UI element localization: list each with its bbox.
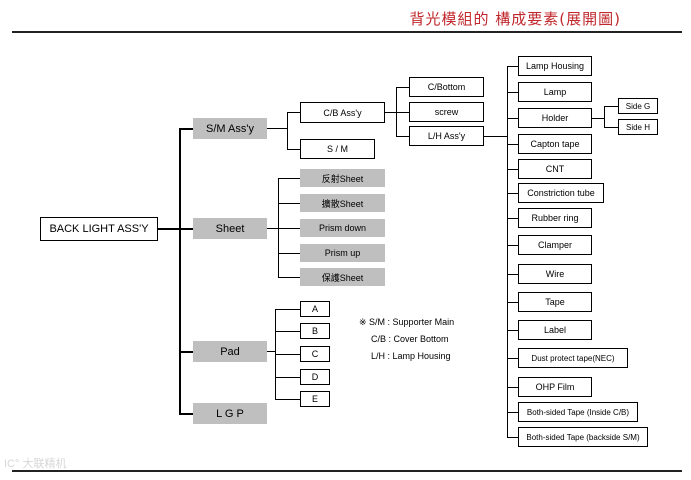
connector: [507, 193, 518, 194]
node-pad-e: E: [300, 391, 330, 407]
connector: [179, 128, 193, 130]
node-rubber-ring: Rubber ring: [518, 208, 592, 228]
node-lamp-housing: Lamp Housing: [518, 56, 592, 76]
connector: [507, 245, 518, 246]
connector: [396, 87, 397, 136]
node-diffuse-sheet: 擴散Sheet: [300, 194, 385, 212]
node-screw: screw: [409, 102, 484, 122]
connector: [278, 178, 300, 179]
node-lh-assy: L/H Ass'y: [409, 126, 484, 146]
node-dust-protect-tape: Dust protect tape(NEC): [518, 348, 628, 368]
connector: [507, 387, 518, 388]
connector: [267, 128, 288, 129]
connector: [507, 330, 518, 331]
connector: [484, 136, 508, 137]
header-rule: [12, 31, 682, 33]
connector: [507, 92, 518, 93]
node-label: Label: [518, 320, 592, 340]
connector: [507, 169, 518, 170]
connector: [278, 178, 279, 277]
node-capton-tape: Capton tape: [518, 134, 592, 154]
connector: [278, 228, 300, 229]
node-tape: Tape: [518, 292, 592, 312]
connector: [507, 412, 518, 413]
connector: [275, 309, 300, 310]
note-sm: ※ S/M : Supporter Main: [359, 317, 455, 327]
node-lamp: Lamp: [518, 82, 592, 102]
connector: [507, 437, 518, 438]
connector: [507, 118, 518, 119]
node-ohp-film: OHP Film: [518, 377, 592, 397]
node-cnt: CNT: [518, 159, 592, 179]
node-pad-b: B: [300, 323, 330, 339]
connector: [278, 253, 300, 254]
connector: [507, 218, 518, 219]
connector: [396, 136, 409, 137]
node-lgp: L G P: [193, 403, 267, 424]
connector: [179, 351, 193, 353]
abbreviation-notes: ※ S/M : Supporter Main C/B : Cover Botto…: [359, 314, 454, 365]
connector: [396, 87, 409, 88]
connector: [507, 66, 518, 67]
page-title: 背光模組的 構成要素(展開圖): [409, 10, 621, 28]
connector: [287, 112, 300, 113]
node-c-bottom: C/Bottom: [409, 77, 484, 97]
node-prism-up: Prism up: [300, 244, 385, 262]
connector: [275, 354, 300, 355]
connector: [179, 228, 193, 230]
note-lh: L/H : Lamp Housing: [371, 351, 451, 361]
connector: [267, 351, 276, 352]
connector: [385, 112, 397, 113]
connector: [287, 149, 300, 150]
connector: [287, 112, 288, 150]
connector: [507, 302, 518, 303]
node-sheet: Sheet: [193, 218, 267, 239]
node-sm-assy: S/M Ass'y: [193, 118, 267, 139]
node-holder: Holder: [518, 108, 592, 128]
node-clamper: Clamper: [518, 235, 592, 255]
connector: [396, 112, 409, 113]
connector: [604, 106, 605, 128]
connector: [179, 128, 181, 414]
connector: [278, 203, 300, 204]
node-pad-d: D: [300, 369, 330, 385]
connector: [507, 66, 508, 438]
connector: [267, 228, 279, 229]
connector: [158, 228, 180, 230]
connector: [275, 331, 300, 332]
node-pad: Pad: [193, 341, 267, 362]
connector: [275, 399, 300, 400]
node-sm: S / M: [300, 139, 375, 159]
watermark: IC° 大联精机: [4, 458, 67, 470]
connector: [507, 358, 518, 359]
node-cb-assy: C/B Ass'y: [300, 102, 385, 123]
connector: [604, 127, 618, 128]
note-cb: C/B : Cover Bottom: [371, 334, 449, 344]
node-protect-sheet: 保護Sheet: [300, 268, 385, 286]
connector: [507, 144, 518, 145]
node-reflect-sheet: 反射Sheet: [300, 169, 385, 187]
connector: [604, 106, 618, 107]
node-prism-down: Prism down: [300, 219, 385, 237]
node-pad-c: C: [300, 346, 330, 362]
connector: [275, 377, 300, 378]
node-constriction-tube: Constriction tube: [518, 183, 604, 203]
connector: [507, 274, 518, 275]
connector: [179, 413, 193, 415]
connector: [278, 277, 300, 278]
connector: [592, 118, 605, 119]
node-side-h: Side H: [618, 119, 658, 135]
node-wire: Wire: [518, 264, 592, 284]
node-back-light-assy: BACK LIGHT ASS'Y: [40, 217, 158, 241]
node-both-sided-tape-backside: Both-sided Tape (backside S/M): [518, 427, 648, 447]
node-side-g: Side G: [618, 98, 658, 114]
footer-rule: [12, 470, 682, 472]
node-both-sided-tape-inside: Both-sided Tape (Inside C/B): [518, 402, 638, 422]
node-pad-a: A: [300, 301, 330, 317]
